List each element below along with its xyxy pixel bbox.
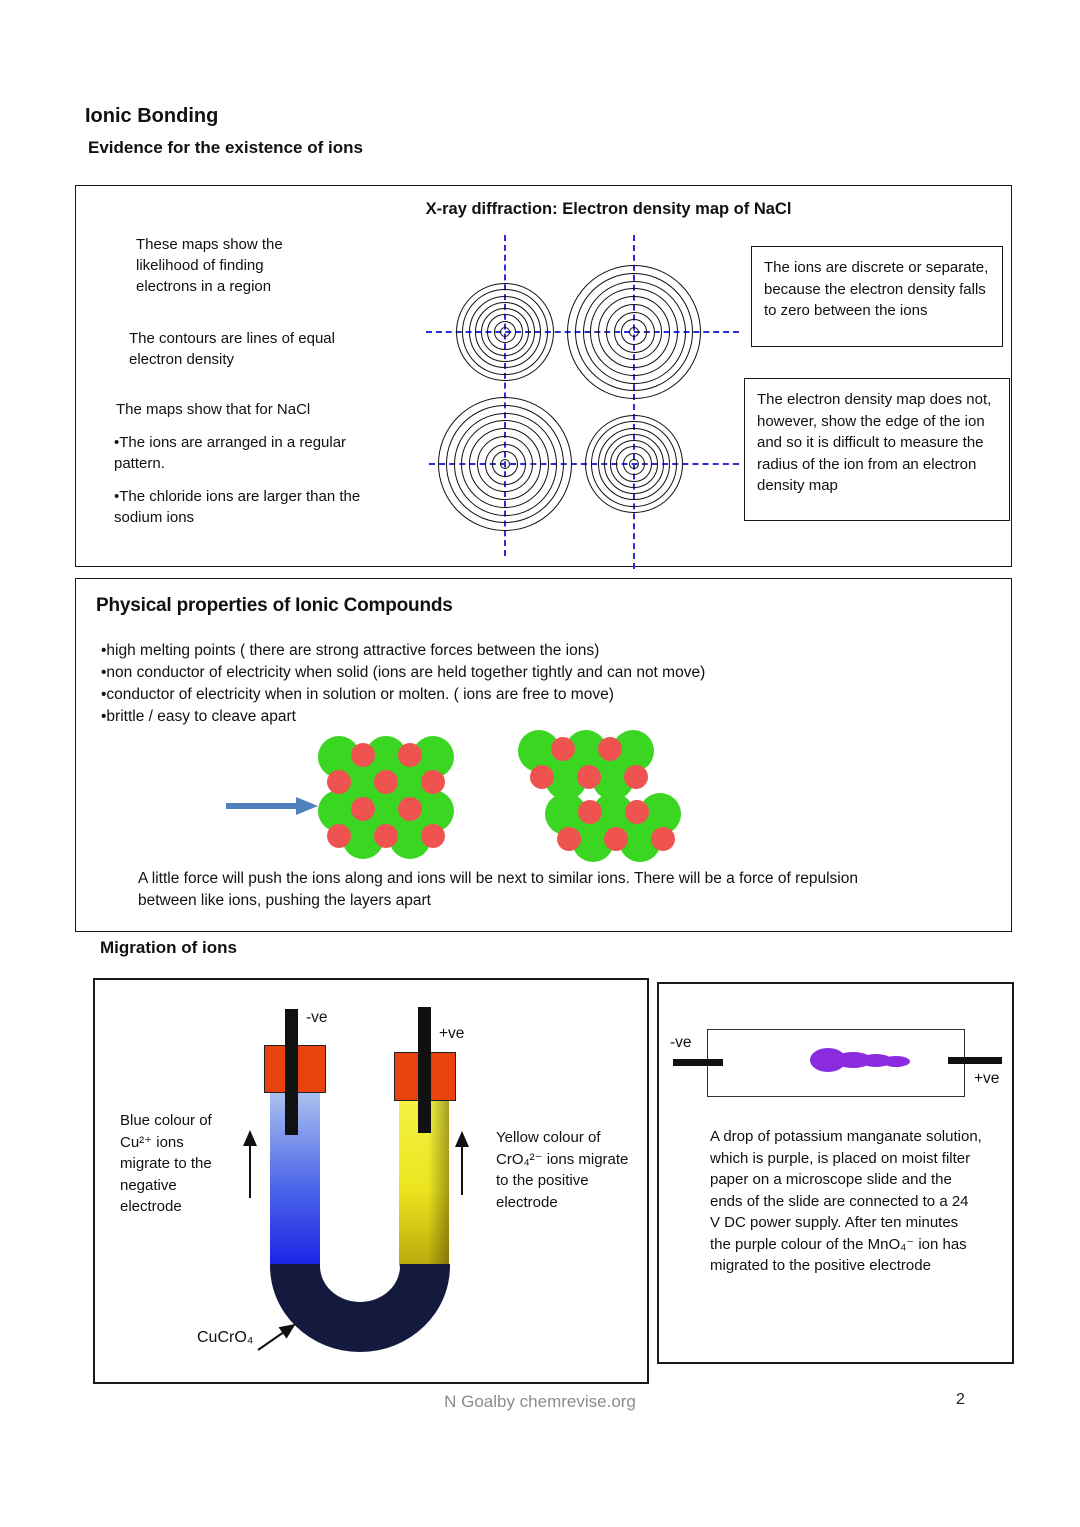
density-contour-sodium-ion-small	[629, 459, 639, 469]
density-contour-chloride-ion-large	[445, 404, 565, 524]
ion-lattice-diagrams	[76, 579, 1011, 931]
negative-electrode-rod	[285, 1009, 298, 1135]
density-contour-chloride-ion-large	[469, 428, 541, 500]
small-ion	[421, 770, 445, 794]
cucro4-label: CuCrO₄	[197, 1329, 254, 1346]
property-bullet: •non conductor of electricity when solid…	[101, 664, 706, 681]
density-contour-chloride-ion-large	[613, 311, 655, 353]
density-contour-chloride-ion-large	[582, 280, 686, 384]
density-contour-sodium-ion-small	[597, 427, 671, 501]
density-contour-chloride-ion-large	[461, 420, 549, 508]
density-contour-sodium-ion-small	[456, 283, 554, 381]
small-ion	[577, 800, 602, 824]
small-ion	[327, 770, 351, 794]
small-ion	[604, 827, 628, 851]
density-contour-sodium-ion-small	[610, 440, 658, 488]
blue-migration-note: Blue colour of Cu²⁺ ions migrate to the …	[120, 1112, 212, 1215]
small-ion	[397, 797, 422, 821]
small-ion	[350, 743, 375, 767]
small-ion	[421, 824, 445, 848]
physical-properties-title: Physical properties of Ionic Compounds	[96, 595, 453, 616]
negative-terminal-label: -ve	[670, 1034, 692, 1051]
density-contour-sodium-ion-small	[603, 433, 665, 495]
density-contour-chloride-ion-large	[438, 397, 572, 531]
small-ion	[327, 824, 351, 848]
page-subtitle: Evidence for the existence of ions	[88, 138, 363, 157]
lattice-caption: A little force will push the ions along …	[138, 870, 858, 909]
slide-experiment-panel: -ve +ve A drop of potassium manganate so…	[657, 982, 1014, 1364]
physical-properties-panel: Physical properties of Ionic Compounds •…	[75, 578, 1012, 932]
dashed-axis-line	[633, 235, 635, 569]
slide-experiment-paragraph: A drop of potassium manganate solution, …	[710, 1128, 982, 1274]
dashed-axis-line	[429, 463, 739, 465]
small-ion	[624, 800, 649, 824]
small-ion	[557, 827, 581, 851]
small-ion	[651, 827, 675, 851]
page-title: Ionic Bonding	[85, 105, 219, 127]
density-contour-sodium-ion-small	[462, 289, 548, 375]
small-ion	[374, 824, 398, 848]
utube-arrows	[243, 1130, 469, 1351]
negative-terminal-label: -ve	[306, 1009, 328, 1026]
density-contour-chloride-ion-large	[629, 327, 639, 337]
density-contour-sodium-ion-small	[500, 327, 510, 337]
property-bullet: •high melting points ( there are strong …	[101, 642, 600, 659]
negative-electrode-bar	[673, 1059, 723, 1066]
density-contour-chloride-ion-large	[476, 435, 534, 493]
small-ion	[530, 765, 554, 789]
xray-note-3: The maps show that for NaCl	[116, 401, 311, 418]
density-contour-sodium-ion-small	[468, 295, 542, 369]
positive-terminal-label: +ve	[974, 1070, 1000, 1087]
small-ion	[397, 743, 422, 767]
page-number: 2	[956, 1391, 965, 1408]
density-contour-chloride-ion-large	[605, 303, 663, 361]
purple-manganate-spot	[810, 1046, 910, 1074]
migration-heading: Migration of ions	[100, 938, 237, 957]
density-contour-chloride-ion-large	[492, 451, 518, 477]
small-ion	[350, 797, 375, 821]
density-contour-sodium-ion-small	[585, 415, 683, 513]
small-ion	[550, 737, 575, 761]
xray-note-1: These maps show the likelihood of findin…	[136, 236, 283, 295]
density-contour-chloride-ion-large	[621, 319, 647, 345]
positive-electrode-bar	[948, 1057, 1002, 1064]
density-contour-sodium-ion-small	[622, 452, 646, 476]
density-contour-sodium-ion-small	[591, 421, 677, 507]
density-contour-sodium-ion-small	[474, 301, 536, 363]
positive-electrode-rod	[418, 1007, 431, 1133]
dashed-axis-line	[504, 235, 506, 556]
density-contour-chloride-ion-large	[500, 459, 510, 469]
utube-experiment-panel: -ve +ve Blue colour of Cu²⁺ ions migrate…	[93, 978, 649, 1384]
property-bullet: •brittle / easy to cleave apart	[101, 708, 296, 725]
property-bullet: •conductor of electricity when in soluti…	[101, 686, 614, 703]
density-contour-chloride-ion-large	[590, 288, 678, 376]
density-contour-chloride-ion-large	[484, 443, 526, 485]
density-contour-sodium-ion-small	[616, 446, 652, 482]
density-contour-chloride-ion-large	[574, 272, 694, 392]
density-contour-chloride-ion-large	[453, 412, 557, 516]
xray-panel-title: X-ray diffraction: Electron density map …	[425, 200, 792, 218]
small-ion	[597, 737, 622, 761]
density-contour-chloride-ion-large	[567, 265, 701, 399]
push-force-arrow-icon	[226, 797, 318, 815]
footer-credit: N Goalby chemrevise.org	[444, 1392, 636, 1411]
xray-diffraction-panel: X-ray diffraction: Electron density map …	[75, 185, 1012, 569]
density-contour-sodium-ion-small	[481, 308, 529, 356]
density-contour-sodium-ion-small	[487, 314, 523, 350]
xray-bullet-2: •The chloride ions are larger than the s…	[114, 488, 361, 526]
callout-ions-discrete: The ions are discrete or separate, becau…	[751, 246, 1003, 347]
small-ion	[374, 770, 398, 794]
density-contour-sodium-ion-small	[493, 320, 517, 344]
pointer-arrow-icon	[257, 1323, 296, 1351]
electron-density-maps	[76, 186, 1011, 566]
small-ion	[624, 765, 648, 789]
callout-density-map-limit: The electron density map does not, howev…	[744, 378, 1010, 521]
small-ion	[577, 765, 601, 789]
xray-note-2: The contours are lines of equal electron…	[129, 330, 335, 368]
yellow-migration-note: Yellow colour of CrO₄²⁻ ions migrate to …	[496, 1129, 629, 1211]
xray-bullet-1: •The ions are arranged in a regular patt…	[114, 434, 347, 472]
density-contour-chloride-ion-large	[598, 296, 670, 368]
positive-terminal-label: +ve	[439, 1025, 465, 1042]
